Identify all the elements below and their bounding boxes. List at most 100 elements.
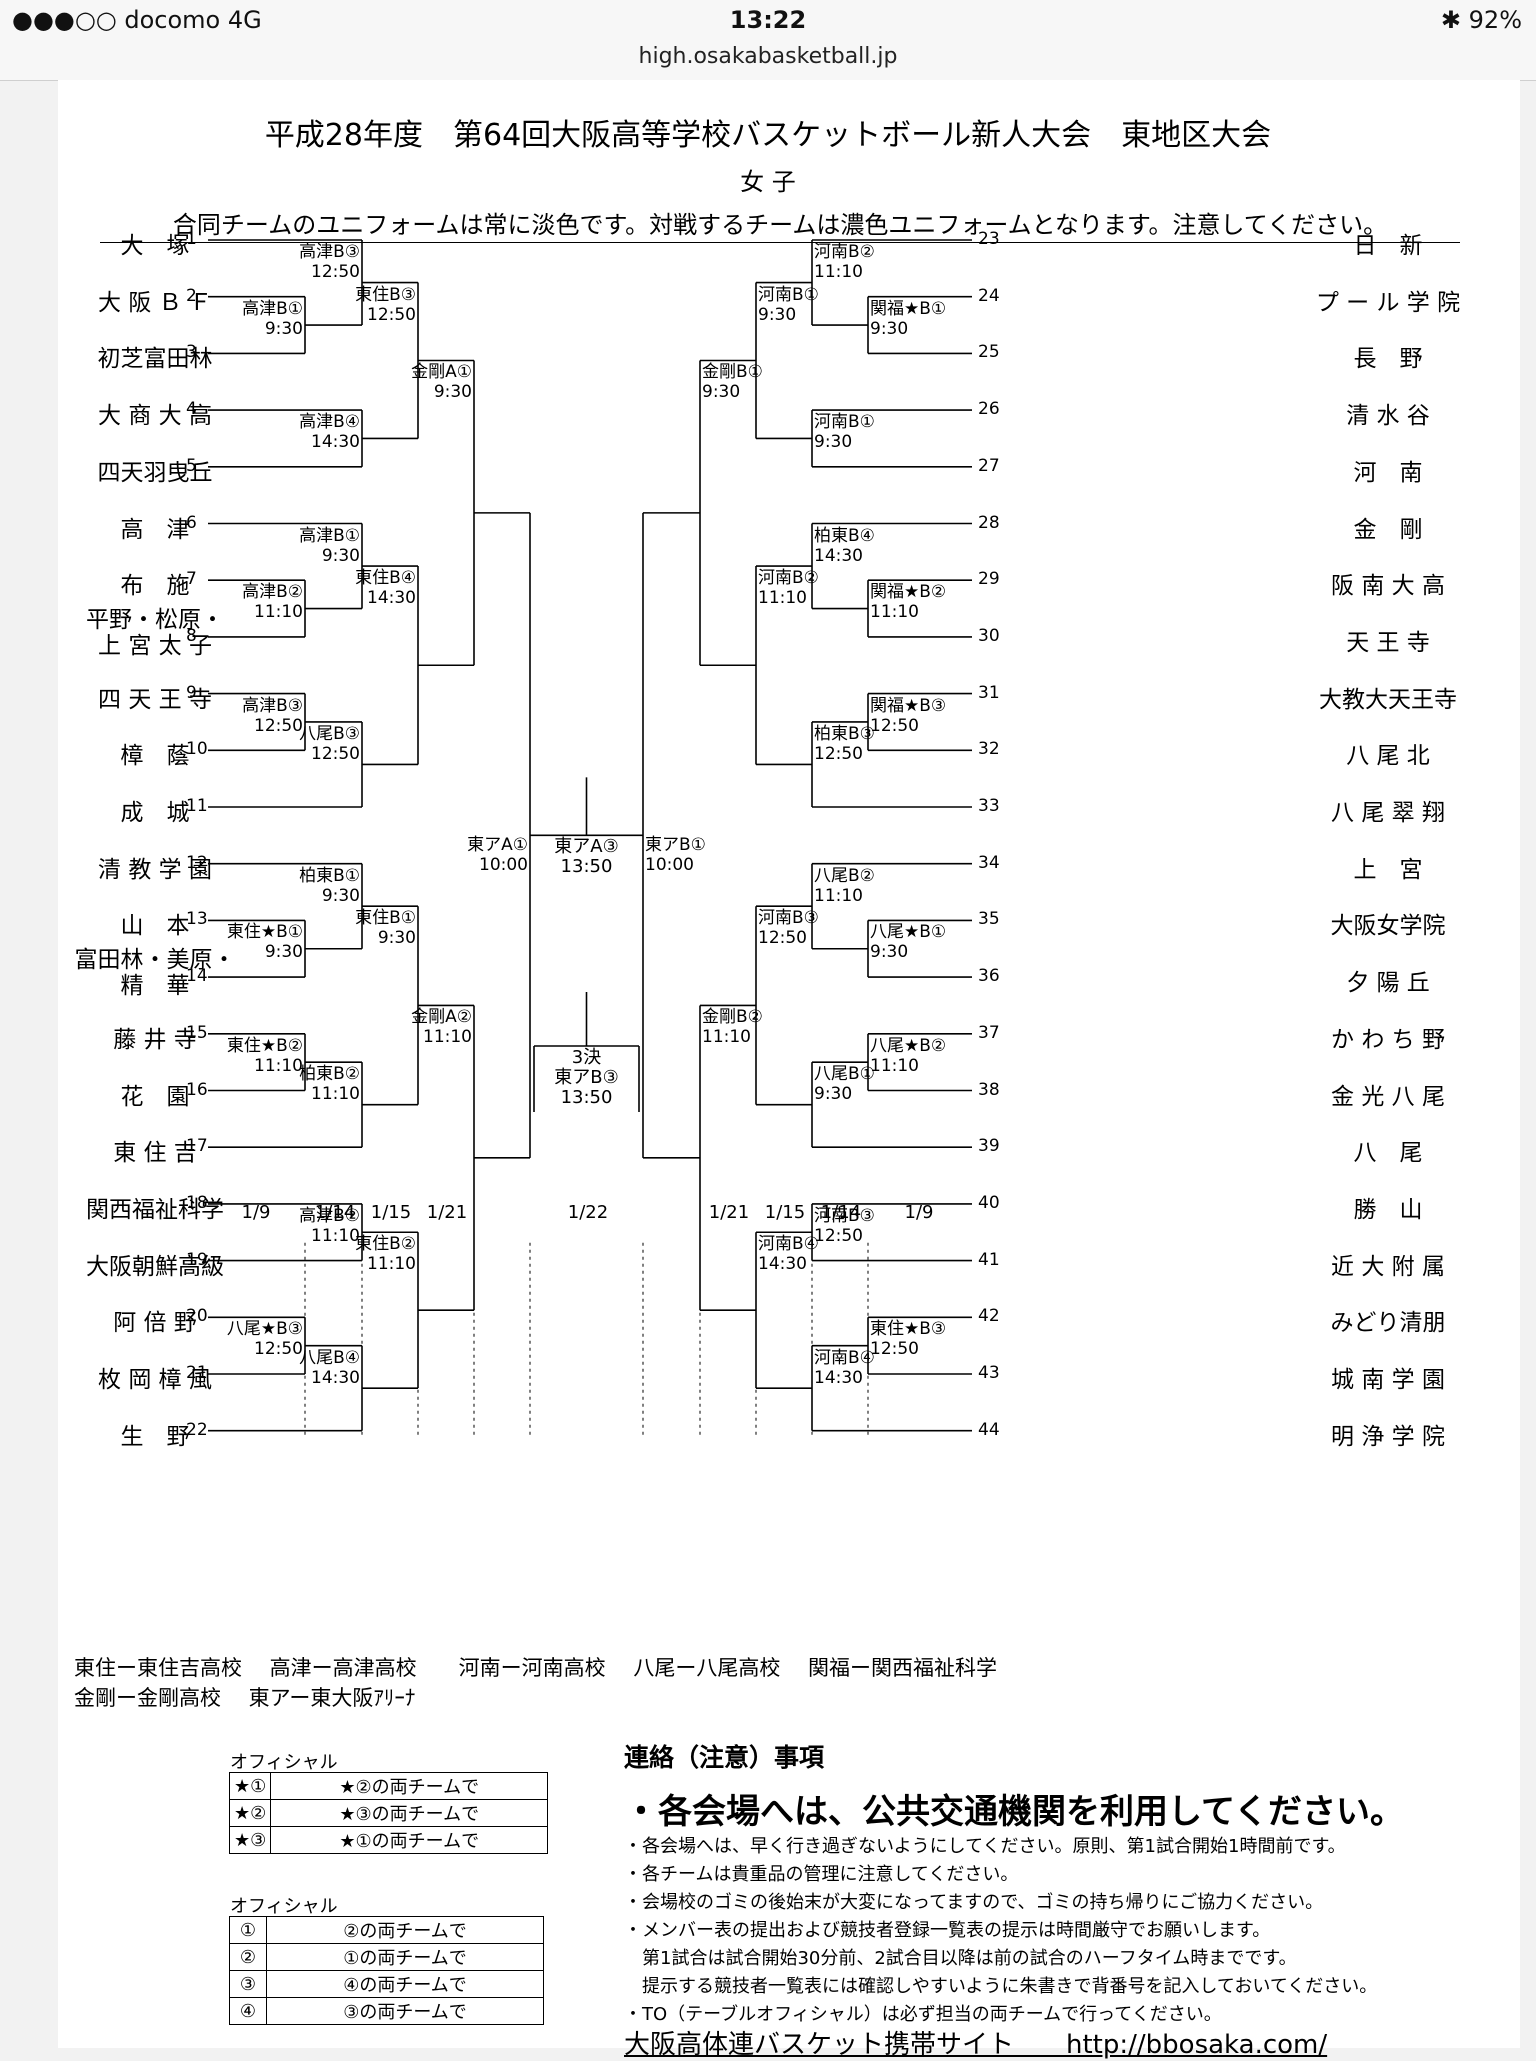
match-time: 11:10 [311,1225,360,1246]
match-time: 9:30 [264,942,303,963]
match-time: 9:30 [870,318,909,339]
team-name: 八 尾 [1353,1140,1423,1167]
team-number: 30 [978,625,1000,646]
match-time: 11:10 [254,602,303,623]
team-name: 大 商 大 高 [98,403,212,430]
team-name: 夕 陽 丘 [1346,970,1430,997]
match-venue: 河南B④ [814,1347,875,1368]
team-number: 25 [978,342,1000,363]
clock: 13:22 [729,6,807,34]
team-name: 生 野 [120,1423,190,1450]
note-item: ・TO（テーブルオフィシャル）は必ず担当の両チームで行ってください。 [624,2004,1222,2025]
match-venue: 高津B② [242,582,303,603]
match-venue: 八尾B③ [299,723,360,744]
table-row: ★①★②の両チームで [228,1772,549,1800]
team-number: 1 [186,229,197,249]
final-time: 13:50 [560,856,613,878]
match-time: 12:50 [758,928,807,949]
match-time: 12:50 [870,1339,919,1360]
team-number: 11 [186,796,208,816]
match-time: 14:30 [311,432,360,453]
table-cell: ★①の両チームで [270,1826,549,1854]
note-item: ・各会場へは、早く行き過ぎないようにしてください。原則、第1試合開始1時間前です… [624,1836,1346,1857]
round-date: 1/21 [708,1202,750,1223]
match-venue: 八尾B④ [299,1347,360,1368]
table-cell: ②の両チームで [266,1916,544,1944]
team-number: 7 [186,569,197,590]
match-venue: 八尾B② [814,865,875,886]
match-venue: 東アB① [645,835,706,856]
team-name: 清 水 谷 [1346,403,1430,430]
match-time: 14:30 [311,1367,360,1388]
mobile-site-link[interactable]: 大阪高体連バスケット携帯サイト http://bbosaka.com/ [624,2030,1328,2060]
team-name: 成 城 [120,800,190,826]
team-number: 5 [186,455,197,476]
team-number: 29 [978,569,1000,590]
match-venue: 柏東B② [299,1064,360,1085]
team-number: 42 [978,1306,1000,1327]
team-name: 大 塚 [120,233,190,259]
team-number: 41 [978,1249,1000,1270]
match-venue: 河南B③ [758,908,819,929]
team-number: 31 [978,682,1000,703]
match-venue: 河南B② [814,242,875,262]
team-number: 8 [186,625,197,646]
team-name: 山 本 [120,913,190,940]
team-name: 阪 南 大 高 [1331,573,1445,600]
third-label: 3決 [571,1047,602,1068]
match-time: 9:30 [264,318,303,339]
match-time: 11:10 [702,1027,751,1048]
match-time: 12:50 [311,743,360,764]
team-name: 河 南 [1353,459,1423,486]
match-venue: 高津B④ [299,412,360,433]
match-venue: 金剛B② [702,1007,763,1028]
match-venue: 柏東B④ [814,525,875,546]
team-number: 3 [186,342,197,363]
match-venue: 高津B③ [242,695,303,716]
round-date: 1/15 [764,1202,806,1223]
team-name: プ ー ル 学 院 [1315,289,1461,316]
table-cell: ★③ [228,1826,272,1854]
match-time: 11:10 [254,1055,303,1076]
team-name: 高 津 [120,516,190,543]
final-venue: 東アA③ [554,836,619,858]
match-venue: 河南B③ [814,1205,875,1226]
official-star-title: オフィシャル [230,1752,338,1773]
match-venue: 金剛A② [411,1007,472,1028]
document-title: 平成28年度 第64回大阪高等学校バスケットボール新人大会 東地区大会 [264,118,1272,153]
team-number: 13 [186,909,208,930]
uniform-notice: 合同チームのユニフォームは常に淡色です。対戦するチームは濃色ユニフォームとなりま… [100,205,1460,243]
note-item: 提示する競技者一覧表には確認しやすいように朱書きで背番号を記入しておいてください… [624,1976,1378,1997]
team-name: 金 剛 [1353,516,1423,543]
match-time: 12:50 [254,715,303,736]
team-number: 9 [186,682,197,703]
team-name: 富田林・美原・ 精 華 [74,947,236,1000]
notes-main-rule: ・各会場へは、公共交通機関を利用してください。 [624,1792,1404,1832]
team-number: 10 [186,739,208,760]
carrier-signal: ●●●○○ docomo 4G [12,6,262,34]
match-venue: 八尾★B② [870,1035,947,1056]
match-venue: 東住B④ [355,568,416,589]
address-bar-url[interactable]: high.osakabasketball.jp [638,44,898,69]
match-venue: 八尾★B① [870,922,947,943]
tournament-bracket [208,239,972,1435]
team-number: 40 [978,1192,1000,1213]
match-venue: 柏東B① [299,865,360,886]
team-name: 阿 倍 野 [113,1310,197,1337]
